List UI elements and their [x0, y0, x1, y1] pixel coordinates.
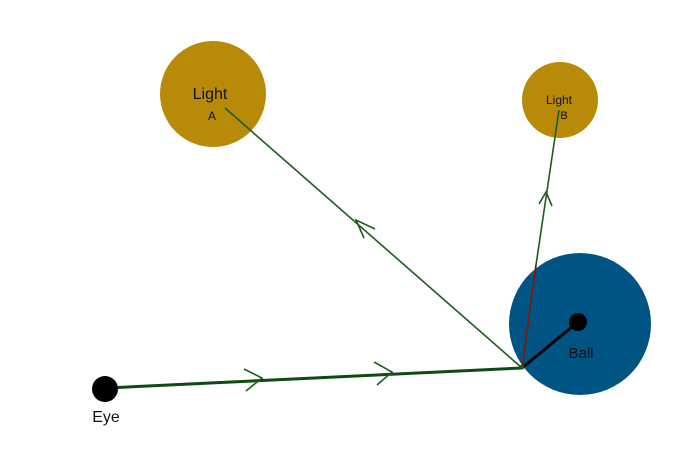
light-a-label-line2: A: [208, 109, 216, 123]
light-b-circle: [522, 62, 598, 138]
shadow-ray-to-light-b: [535, 109, 560, 266]
eye: Eye: [92, 376, 120, 426]
light-b: Light B: [522, 62, 598, 138]
eye-dot-icon: [92, 376, 118, 402]
ball-label: Ball: [568, 345, 593, 362]
light-a: Light A: [160, 41, 266, 147]
primary-ray-eye-to-ball: [105, 366, 523, 390]
ball-center-dot-icon: [569, 313, 587, 331]
light-b-label-line1: Light: [546, 93, 573, 107]
chevron-arrow-icon: [354, 218, 376, 239]
surface-normal: [521, 320, 579, 370]
rays: [105, 107, 579, 392]
chevron-arrow-icon: [373, 361, 394, 386]
light-a-label-line1: Light: [193, 86, 228, 103]
eye-label: Eye: [92, 409, 120, 426]
shadow-ray-to-light-a: [224, 107, 523, 369]
chevron-arrow-icon: [243, 368, 264, 392]
shadow-ray-blocked-segment: [521, 264, 537, 369]
chevron-arrow-icon: [538, 190, 553, 207]
light-b-label-line2: B: [560, 110, 567, 122]
hit-point-dot: [519, 364, 525, 370]
